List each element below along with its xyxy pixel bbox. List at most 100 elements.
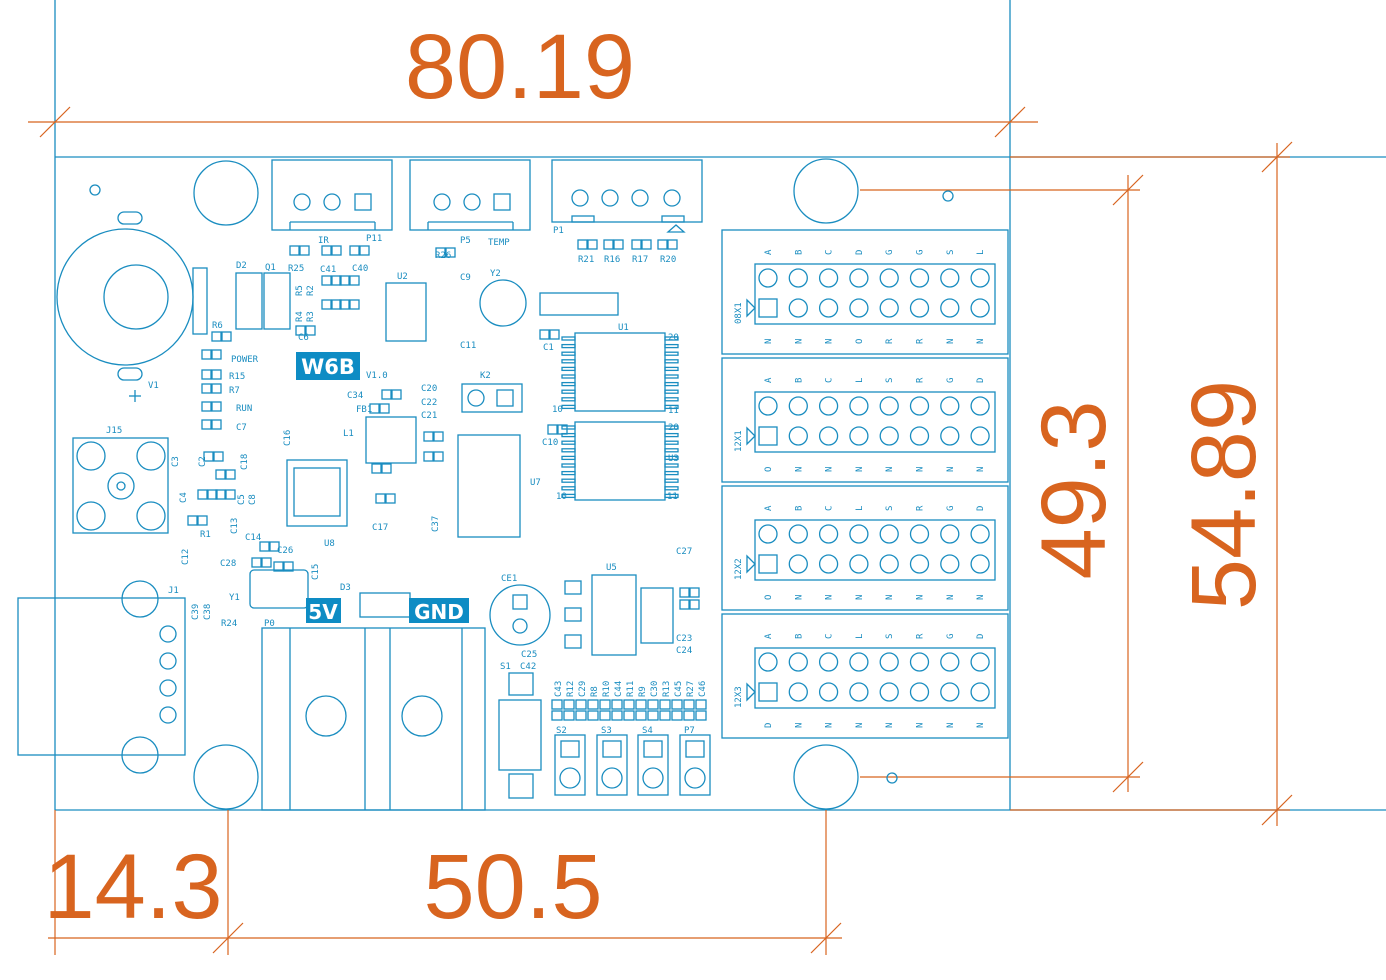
ic-pin bbox=[664, 455, 679, 461]
designator-c41: C41 bbox=[320, 265, 336, 275]
pin-label-top: G bbox=[946, 506, 956, 511]
header-pin bbox=[758, 652, 778, 672]
ic-pin bbox=[664, 374, 679, 379]
pin-label-bottom: N bbox=[794, 723, 804, 728]
header-pin bbox=[818, 682, 839, 702]
smd-pad-pair bbox=[259, 541, 280, 552]
designator-r5: R5 bbox=[295, 285, 305, 296]
ic-pin bbox=[664, 463, 679, 468]
header-pin bbox=[849, 426, 869, 446]
header-pin bbox=[940, 554, 960, 574]
designator-u3_20: 20 bbox=[668, 423, 679, 433]
ic-pin bbox=[664, 366, 679, 372]
header-pin bbox=[940, 298, 960, 318]
pin-label-bottom: N bbox=[825, 339, 835, 344]
designator-r20: R20 bbox=[660, 255, 676, 265]
jumper-k2 bbox=[461, 383, 523, 413]
ic-pin bbox=[561, 493, 576, 499]
ic-pin bbox=[561, 486, 576, 491]
header-pin bbox=[788, 396, 808, 416]
designator-r26: R26 bbox=[435, 251, 451, 261]
ic-pin bbox=[664, 404, 679, 410]
designator-p5: P5 bbox=[460, 236, 471, 246]
designator-c22: C22 bbox=[421, 398, 437, 408]
hub-connector-12x2 bbox=[721, 485, 1009, 611]
dimension-bottom: 14.3 50.5 bbox=[43, 810, 842, 955]
header-pin bbox=[879, 682, 899, 702]
pin-label-top: C bbox=[825, 506, 835, 511]
smd-pad bbox=[551, 710, 563, 721]
smd-pad bbox=[635, 710, 647, 721]
pin-label-top: R bbox=[916, 505, 926, 511]
pin-label-top: D bbox=[976, 634, 986, 639]
smd-pad-pair bbox=[435, 247, 456, 258]
ic-pin bbox=[664, 493, 679, 499]
pin-label-top: S bbox=[885, 378, 895, 383]
header-pin bbox=[849, 268, 869, 288]
designator-r1: R1 bbox=[200, 530, 211, 540]
gnd-tag: GND bbox=[409, 598, 469, 624]
designator-c4: C4 bbox=[179, 492, 189, 503]
crystal-y1 bbox=[249, 569, 309, 609]
designator-c46: C46 bbox=[698, 681, 708, 697]
diode-d3 bbox=[359, 592, 411, 618]
smd-pad bbox=[587, 710, 599, 721]
designator-r12: R12 bbox=[566, 681, 576, 697]
pin-label-top: B bbox=[794, 378, 804, 383]
designator-ce1: CE1 bbox=[501, 574, 517, 584]
header-pin bbox=[879, 524, 899, 544]
header-pin bbox=[879, 298, 899, 318]
designator-r7: R7 bbox=[229, 386, 240, 396]
designator-c15: C15 bbox=[311, 564, 321, 580]
designator-c25: C25 bbox=[521, 650, 537, 660]
ic-pin bbox=[561, 463, 576, 468]
fiducial bbox=[942, 190, 954, 202]
designator-r10: R10 bbox=[602, 681, 612, 697]
header-pin bbox=[849, 652, 869, 672]
header-pin bbox=[818, 524, 839, 544]
ic-pin bbox=[664, 432, 679, 438]
designator-c28: C28 bbox=[220, 559, 236, 569]
ic-pin bbox=[561, 366, 576, 372]
designator-s1: S1 bbox=[500, 662, 511, 672]
designator-u2: U2 bbox=[397, 272, 408, 282]
ic-pin bbox=[561, 440, 576, 445]
designator-c26: C26 bbox=[277, 546, 293, 556]
header-pin bbox=[788, 524, 808, 544]
transistor-q1 bbox=[263, 272, 291, 330]
header-pin bbox=[879, 268, 899, 288]
smd-pad bbox=[635, 699, 647, 710]
pin-label-top: S bbox=[885, 634, 895, 639]
designator-c42: C42 bbox=[520, 662, 536, 672]
smd-pad-pair bbox=[679, 587, 700, 598]
ic-pin bbox=[561, 448, 576, 453]
smd-pad bbox=[695, 710, 707, 721]
ic-pin bbox=[561, 432, 576, 438]
pin-label-top: G bbox=[946, 634, 956, 639]
smd-pad bbox=[695, 699, 707, 710]
designator-r21: R21 bbox=[578, 255, 594, 265]
header-pin bbox=[909, 652, 930, 672]
ic-pin bbox=[664, 397, 679, 402]
designator-c14: C14 bbox=[245, 533, 261, 543]
smd-pad bbox=[551, 699, 563, 710]
designator-k2: K2 bbox=[480, 371, 491, 381]
smd-pad bbox=[599, 710, 611, 721]
tactile-switch bbox=[637, 734, 669, 796]
designator-j1: J1 bbox=[168, 586, 179, 596]
ic-pin bbox=[561, 478, 576, 483]
ic-pin bbox=[664, 381, 679, 387]
dimension-hole-vertical-label: 49.3 bbox=[1023, 400, 1125, 579]
pin-label-bottom: N bbox=[855, 595, 865, 600]
designator-c10: C10 bbox=[542, 438, 558, 448]
smd-pad-pair bbox=[289, 245, 310, 256]
smd-pad-pair bbox=[603, 239, 624, 250]
model-tag-text: W6B bbox=[301, 355, 355, 379]
header-pin bbox=[788, 298, 808, 318]
smd-pad-pair bbox=[321, 275, 342, 286]
mounting-hole bbox=[193, 160, 259, 226]
designator-u1_10: 10 bbox=[552, 405, 563, 415]
pin-label-top: A bbox=[764, 377, 774, 383]
smd-pad-pair bbox=[577, 239, 598, 250]
smd-pad bbox=[659, 699, 671, 710]
